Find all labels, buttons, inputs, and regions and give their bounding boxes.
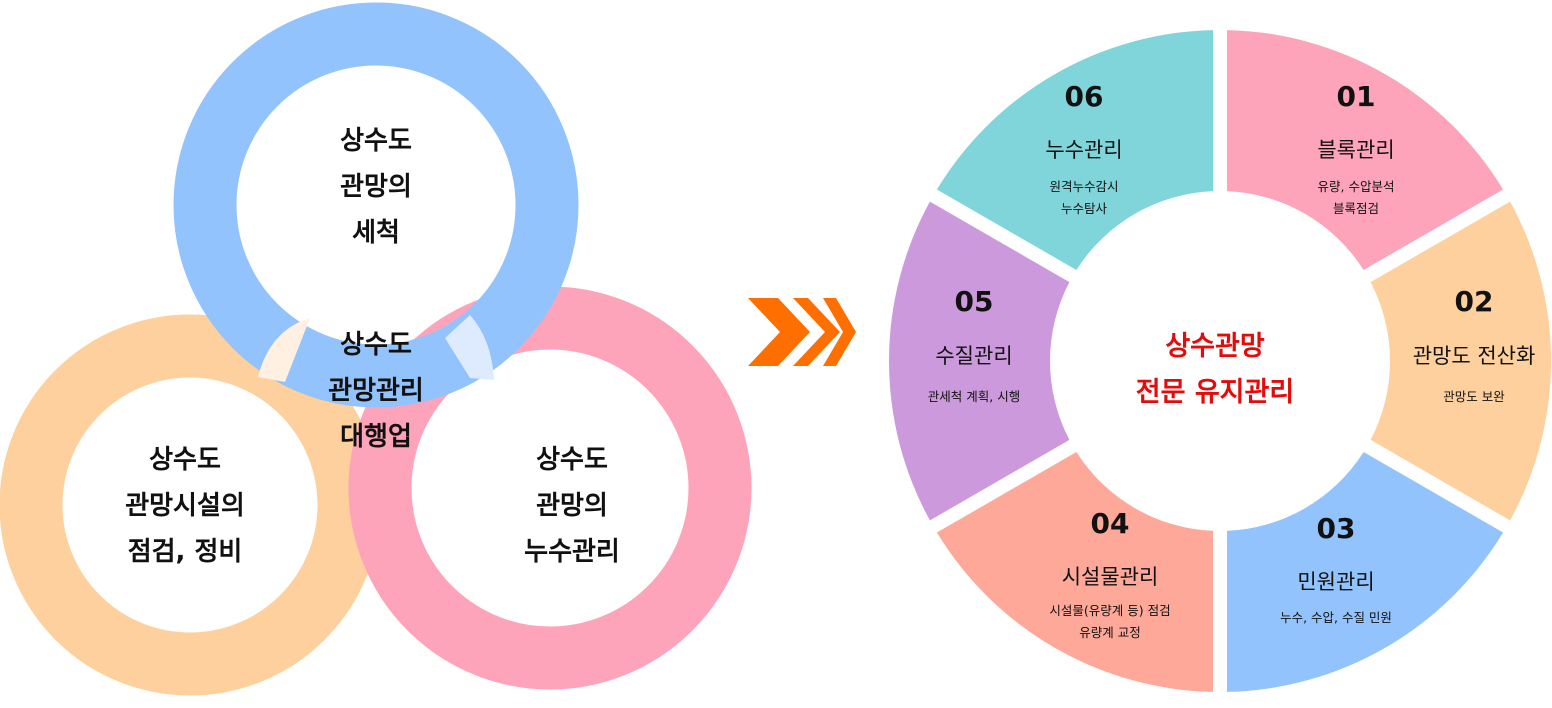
donut-segment-01 bbox=[1226, 30, 1504, 271]
ring-overlap-left bbox=[258, 318, 310, 382]
chevron-1 bbox=[748, 298, 810, 366]
triple-chevron-right-icon bbox=[748, 298, 856, 366]
ring-overlap-right bbox=[445, 315, 494, 380]
segment-05-title: 수질관리 bbox=[935, 344, 1013, 368]
segment-04-desc: 시설물(유량계 등) 점검 유량계 교정 bbox=[1049, 603, 1171, 640]
ring-left-label: 상수도 관망시설의 점검, 정비 bbox=[125, 445, 245, 567]
ring-top bbox=[173, 2, 579, 408]
segment-donut bbox=[889, 30, 1551, 692]
segment-04-title: 시설물관리 bbox=[1061, 565, 1159, 589]
ring-right bbox=[348, 286, 752, 690]
segment-01-number: 01 bbox=[1336, 80, 1376, 113]
segment-01-desc: 유량, 수압분석 블록점검 bbox=[1317, 179, 1395, 216]
segment-01-title: 블록관리 bbox=[1317, 138, 1395, 162]
segment-02-title: 관망도 전산화 bbox=[1412, 344, 1536, 368]
chevron-2 bbox=[793, 298, 840, 366]
donut-center-label: 상수관망 전문 유지관리 bbox=[1135, 331, 1295, 408]
donut-segment-04 bbox=[936, 451, 1214, 692]
ring-right-label: 상수도 관망의 누수관리 bbox=[524, 445, 620, 567]
segment-02-desc: 관망도 보완 bbox=[1443, 389, 1505, 404]
segment-03-desc: 누수, 수압, 수질 민원 bbox=[1280, 610, 1392, 625]
segment-06-title: 누수관리 bbox=[1045, 138, 1123, 162]
ring-diagram bbox=[0, 2, 752, 696]
chevron-3 bbox=[823, 298, 856, 366]
donut-segment-05 bbox=[889, 201, 1070, 521]
segment-02-number: 02 bbox=[1454, 285, 1494, 318]
donut-segment-02 bbox=[1370, 201, 1551, 521]
ring-center-label: 상수도 관망관리 대행업 bbox=[328, 330, 424, 452]
ring-top-label: 상수도 관망의 세척 bbox=[340, 126, 412, 248]
segment-06-desc: 원격누수감시 누수탐사 bbox=[1049, 179, 1119, 216]
segment-05-desc: 관세척 계획, 시행 bbox=[927, 389, 1021, 404]
segment-06-number: 06 bbox=[1064, 80, 1104, 113]
ring-left bbox=[0, 314, 381, 696]
segment-03-number: 03 bbox=[1316, 512, 1356, 545]
donut-segment-06 bbox=[936, 30, 1214, 271]
segment-04-number: 04 bbox=[1090, 507, 1130, 540]
segment-05-number: 05 bbox=[954, 285, 994, 318]
donut-segment-03 bbox=[1226, 451, 1504, 692]
segment-03-title: 민원관리 bbox=[1297, 570, 1375, 594]
